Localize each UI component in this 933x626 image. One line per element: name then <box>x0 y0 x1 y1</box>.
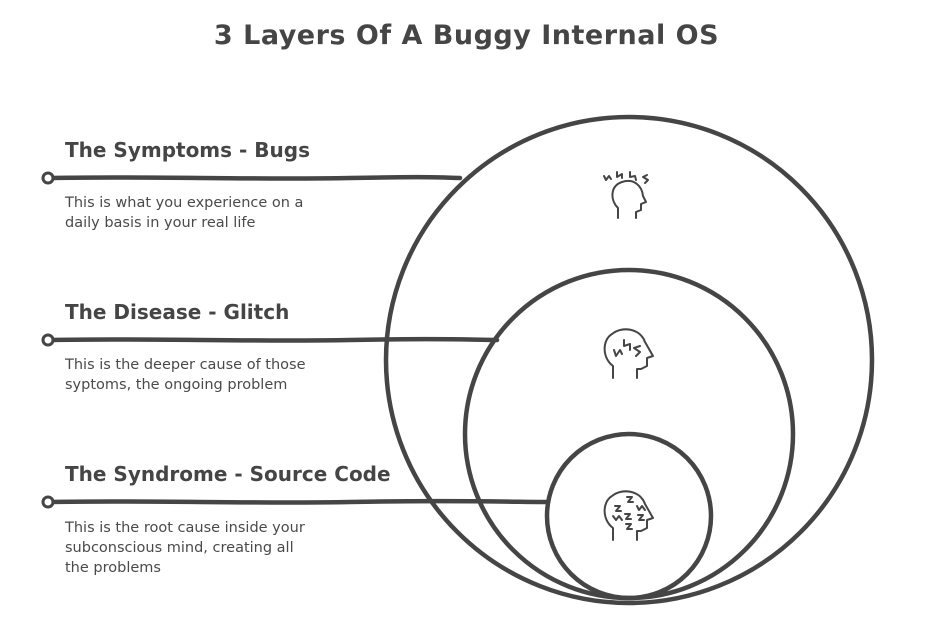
layer-description-symptoms: This is what you experience on a daily b… <box>65 193 365 233</box>
layer-heading-disease: The Disease - Glitch <box>65 300 290 324</box>
description-line: This is what you experience on a <box>65 195 304 211</box>
description-line: This is the root cause inside your <box>65 520 305 536</box>
head-with-lightning-above-icon <box>603 171 649 219</box>
connector-dot-disease <box>41 333 55 347</box>
connector-dot-symptoms <box>41 171 55 185</box>
layer-heading-symptoms: The Symptoms - Bugs <box>65 138 310 162</box>
description-line: the problems <box>65 560 161 576</box>
layer-description-disease: This is the deeper cause of those syptom… <box>65 355 365 395</box>
diagram-title: 3 Layers Of A Buggy Internal OS <box>213 20 720 51</box>
layer-heading-syndrome: The Syndrome - Source Code <box>65 462 391 486</box>
description-line: subconscious mind, creating all <box>65 540 294 556</box>
head-with-zigzags-inside-icon <box>603 490 654 541</box>
layer-description-syndrome: This is the root cause inside your subco… <box>65 518 365 578</box>
inner-circle-syndrome <box>544 431 714 601</box>
connector-dot-syndrome <box>41 495 55 509</box>
description-line: syptoms, the ongoing problem <box>65 377 288 393</box>
connector-line-syndrome <box>49 498 551 505</box>
head-with-lightning-inside-icon <box>603 328 654 379</box>
connector-line-symptoms <box>49 174 463 181</box>
outer-circle-symptoms <box>383 114 875 606</box>
description-line: This is the deeper cause of those <box>65 357 306 373</box>
connector-line-disease <box>49 336 500 343</box>
description-line: daily basis in your real life <box>65 215 256 231</box>
